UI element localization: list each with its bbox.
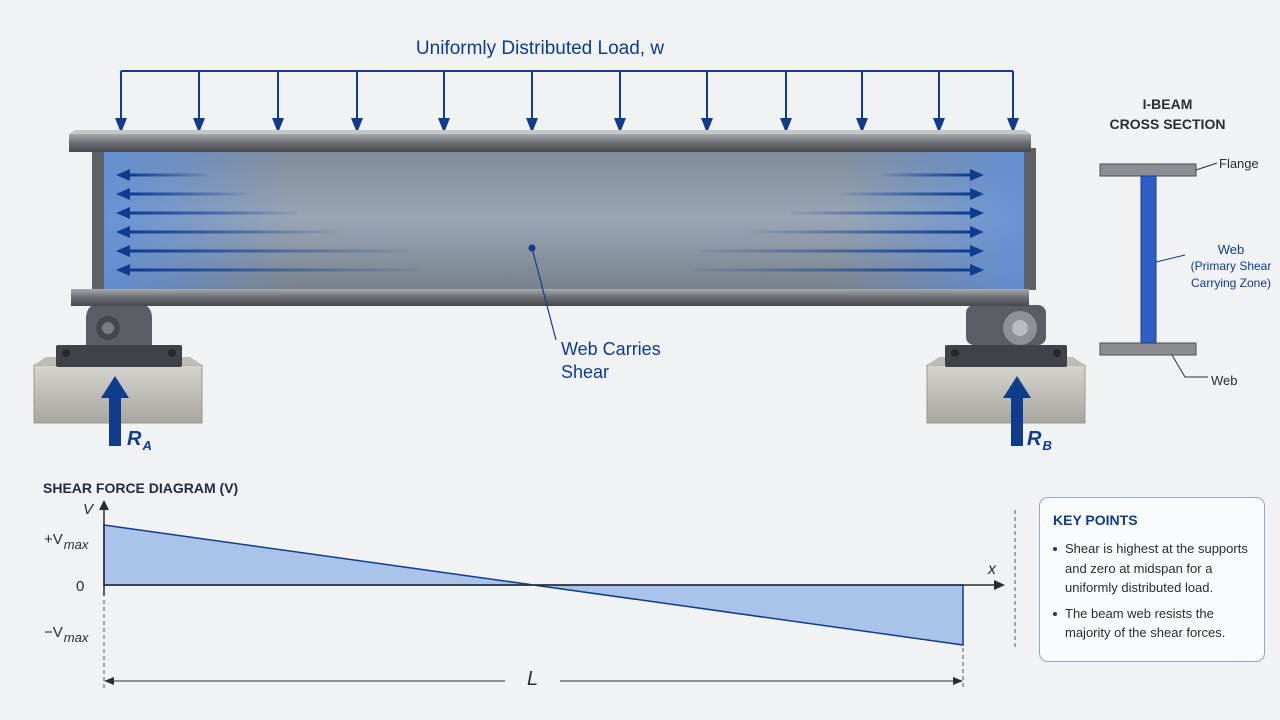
web-shear-callout: Web Carries Shear	[561, 338, 701, 384]
load-arrowhead	[438, 118, 450, 133]
shear-arrow-left	[128, 268, 418, 272]
cross-section-title: I-BEAM CROSS SECTION	[1109, 96, 1226, 132]
shear-arrowhead-left	[116, 169, 130, 181]
load-arrowhead	[856, 118, 868, 133]
shear-arrowhead-right	[970, 188, 984, 200]
shear-force-diagram	[99, 500, 1016, 690]
distributed-load-title: Uniformly Distributed Load, w	[415, 38, 665, 59]
web-shear-arrows	[116, 169, 984, 276]
distributed-load	[115, 70, 1019, 133]
shear-arrowhead-left	[116, 245, 130, 257]
key-points-title: KEY POINTS	[1053, 512, 1138, 528]
shear-arrowhead-right	[970, 264, 984, 276]
load-arrowhead	[351, 118, 363, 133]
x-axis-label: x	[988, 561, 996, 578]
load-arrowhead	[193, 118, 205, 133]
shear-arrow-left	[128, 230, 338, 234]
i-beam-cross-section	[1099, 162, 1218, 378]
key-point-item: The beam web resists the majority of the…	[1053, 604, 1252, 643]
key-points-panel: KEY POINTS Shear is highest at the suppo…	[1039, 497, 1265, 662]
i-beam	[69, 130, 1036, 341]
load-arrowhead	[1007, 118, 1019, 133]
shear-arrowhead-left	[116, 264, 130, 276]
sfd-negative-region	[533, 584, 964, 646]
support-b	[926, 305, 1086, 424]
shear-arrow-left	[128, 249, 408, 253]
load-arrowhead	[933, 118, 945, 133]
shear-arrowhead-left	[116, 226, 130, 238]
load-arrowhead	[115, 118, 127, 133]
web-zone-label: Web (Primary Shear Carrying Zone)	[1190, 242, 1272, 290]
v-axis-label: V	[83, 501, 94, 518]
reaction-arrow-a	[101, 376, 129, 446]
reaction-a-label: RA	[127, 428, 152, 453]
shear-arrow-right	[790, 211, 970, 215]
key-point-item: Shear is highest at the supports and zer…	[1053, 539, 1252, 598]
shear-arrowhead-right	[970, 245, 984, 257]
shear-arrow-right	[700, 249, 970, 253]
sfd-title: SHEAR FORCE DIAGRAM (V)	[43, 480, 239, 496]
reaction-b-label: RB	[1027, 428, 1052, 453]
sfd-positive-region	[103, 524, 534, 586]
shear-arrowhead-right	[970, 226, 984, 238]
shear-arrowhead-right	[970, 207, 984, 219]
shear-arrow-right	[690, 268, 970, 272]
shear-arrow-right	[750, 230, 970, 234]
zero-label: 0	[76, 578, 85, 595]
web-label-bottom: Web	[1211, 373, 1238, 388]
shear-arrow-right	[840, 192, 970, 196]
vmax-negative-label: −Vmax	[44, 624, 89, 645]
web-callout-line2: Shear	[561, 362, 610, 382]
load-arrowhead	[614, 118, 626, 133]
bullet-icon	[1053, 547, 1057, 551]
shear-arrowhead-left	[116, 188, 130, 200]
shear-arrow-right	[880, 173, 970, 177]
load-arrowhead	[526, 118, 538, 133]
shear-arrow-left	[128, 173, 208, 177]
reaction-arrow-b	[1003, 376, 1031, 446]
load-arrowhead	[780, 118, 792, 133]
load-arrowhead	[701, 118, 713, 133]
span-length-label: L	[527, 668, 539, 690]
vmax-positive-label: +Vmax	[44, 531, 89, 552]
flange-label: Flange	[1219, 156, 1259, 171]
bullet-icon	[1053, 611, 1057, 616]
shear-arrow-left	[128, 192, 248, 196]
shear-arrow-left	[128, 211, 298, 215]
load-arrowhead	[272, 118, 284, 133]
shear-arrowhead-left	[116, 207, 130, 219]
shear-arrowhead-right	[970, 169, 984, 181]
web-callout-line1: Web Carries	[561, 339, 661, 359]
